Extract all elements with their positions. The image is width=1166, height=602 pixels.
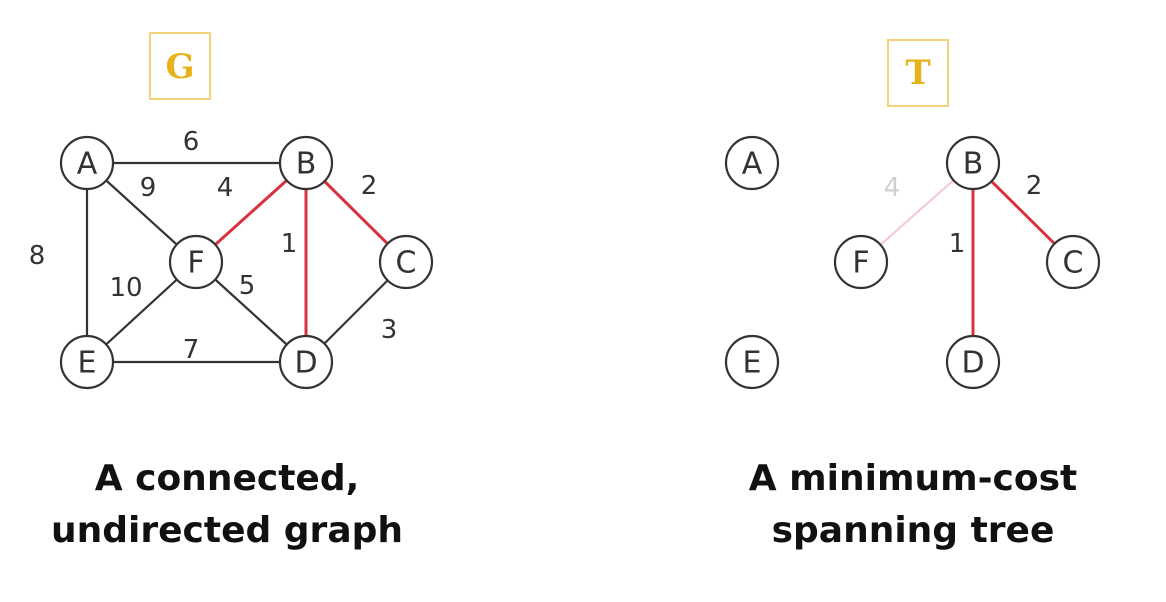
graph-g-edge-weight-f-b: 4 <box>217 173 234 203</box>
tree-t-badge: T <box>887 39 949 107</box>
graph-g-edge-weight-d-c: 3 <box>381 315 398 345</box>
node-label: B <box>963 147 984 182</box>
graph-g-caption-line2: undirected graph <box>51 510 403 551</box>
tree-t-node-d: D <box>945 334 1001 390</box>
tree-t-nodes: A B C D E F <box>724 135 1101 390</box>
node-circle <box>59 334 115 390</box>
node-circle <box>278 334 334 390</box>
badge-label: G <box>165 47 194 87</box>
node-label: E <box>78 346 97 381</box>
node-circle <box>724 334 780 390</box>
graph-g-edge-weight-e-d: 7 <box>183 335 200 365</box>
node-label: D <box>961 346 984 381</box>
node-circle <box>1045 234 1101 290</box>
graph-g-edge-weight-f-e: 10 <box>109 273 142 303</box>
graph-g-node-d: D <box>278 334 334 390</box>
node-label: A <box>742 147 763 182</box>
node-label: C <box>396 246 417 281</box>
tree-t-weights: 4 1 2 <box>884 171 1043 259</box>
graph-g-edge-weight-b-c: 2 <box>361 171 378 201</box>
graph-g-node-c: C <box>378 234 434 290</box>
tree-t-node-c: C <box>1045 234 1101 290</box>
node-circle <box>724 135 780 191</box>
node-label: B <box>296 147 317 182</box>
node-circle <box>945 135 1001 191</box>
graph-g-panel: G 69 8 4 1 2 10 5 7 3 A B C D E F A connected, undire… <box>29 32 434 551</box>
graph-g-edge-weight-a-b: 6 <box>183 127 200 157</box>
node-label: A <box>77 147 98 182</box>
node-label: D <box>294 346 317 381</box>
node-circle <box>378 234 434 290</box>
node-circle <box>278 135 334 191</box>
graph-g-weights: 69 8 4 1 2 10 5 7 3 <box>29 127 398 365</box>
tree-t-node-e: E <box>724 334 780 390</box>
graph-g-edge-weight-f-d: 5 <box>239 271 256 301</box>
graph-g-node-b: B <box>278 135 334 191</box>
graph-g-edge-weight-b-d: 1 <box>281 229 298 259</box>
tree-t-caption-line2: spanning tree <box>772 510 1055 551</box>
graph-g-edge-weight-a-e: 8 <box>29 241 46 271</box>
node-label: C <box>1063 246 1084 281</box>
tree-t-node-a: A <box>724 135 780 191</box>
graph-g-edges <box>85 161 408 364</box>
badge-label: T <box>905 53 930 93</box>
graph-g-badge: G <box>149 32 211 100</box>
tree-t-edge-weight-b-d: 1 <box>949 229 966 259</box>
tree-t-edge-weight-b-c: 2 <box>1026 171 1043 201</box>
badge-frame <box>149 32 211 100</box>
node-circle <box>833 234 889 290</box>
badge-frame <box>887 39 949 107</box>
node-circle <box>59 135 115 191</box>
node-label: F <box>852 246 869 281</box>
node-circle <box>168 234 224 290</box>
graph-g-node-f: F <box>168 234 224 290</box>
graph-g-edge-weight-a-f: 9 <box>140 173 157 203</box>
tree-t-edge-weight-b-f: 4 <box>884 173 901 203</box>
node-label: E <box>743 346 762 381</box>
graph-g-nodes: A B C D E F <box>59 135 434 390</box>
node-label: F <box>187 246 204 281</box>
graph-g-caption-line1: A connected, <box>95 458 360 499</box>
node-circle <box>945 334 1001 390</box>
tree-t-node-f: F <box>833 234 889 290</box>
tree-t-panel: T 4 1 2 A B C D E F A minimum-cost spanning tre… <box>724 39 1101 551</box>
tree-t-node-b: B <box>945 135 1001 191</box>
graph-g-node-a: A <box>59 135 115 191</box>
tree-t-caption-line1: A minimum-cost <box>749 458 1078 499</box>
graph-g-node-e: E <box>59 334 115 390</box>
